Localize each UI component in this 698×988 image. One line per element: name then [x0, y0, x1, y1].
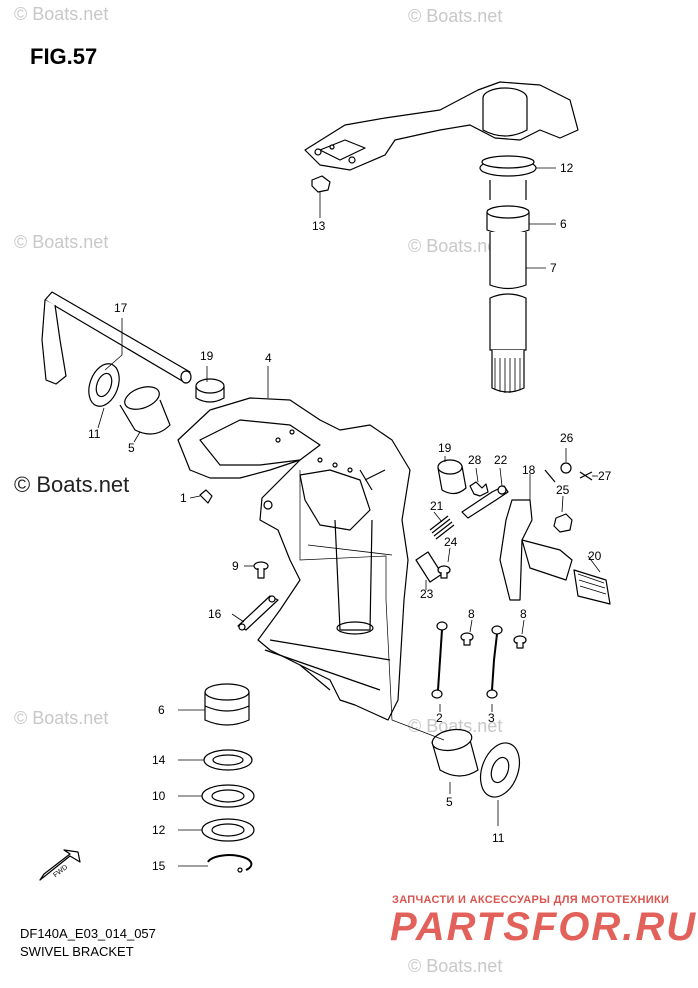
clip-1 [199, 489, 213, 504]
watermark: © Boats.net [408, 6, 503, 26]
callout-23: 23 [420, 587, 434, 601]
figure-title: FIG.57 [30, 44, 98, 69]
plate-16 [237, 595, 279, 631]
washer-10 [201, 784, 255, 808]
screw-24 [437, 565, 451, 579]
callout-10: 10 [152, 789, 166, 803]
nut-25 [553, 513, 573, 533]
washer-26 [560, 462, 572, 474]
steering-arm [304, 81, 579, 171]
watermark: © Boats.net [14, 4, 109, 24]
fwd-arrow-icon [39, 849, 81, 881]
callout-22: 22 [494, 453, 508, 467]
callout-8: 8 [468, 607, 475, 621]
spring-21 [429, 515, 455, 540]
bolt-13 [311, 175, 331, 193]
watermark: © Boats.net [408, 716, 503, 736]
bushing-19-right [437, 459, 467, 495]
watermark: © Boats.net [14, 232, 109, 252]
callout-5: 5 [446, 795, 453, 809]
callout-1: 1 [180, 491, 187, 505]
callout-26: 26 [560, 431, 574, 445]
lever-22 [461, 485, 509, 519]
callout-8: 8 [520, 607, 527, 621]
washer-11-lower [479, 742, 521, 798]
callout-21: 21 [430, 499, 444, 513]
callout-17: 17 [114, 301, 128, 315]
pad-20 [573, 569, 611, 605]
callout-3: 3 [488, 711, 495, 725]
callout-16: 16 [208, 607, 222, 621]
callout-5: 5 [128, 441, 135, 455]
callout-14: 14 [152, 753, 166, 767]
callout-12: 12 [560, 161, 574, 175]
swivel-bracket-body [177, 397, 411, 721]
callout-9: 9 [232, 559, 239, 573]
callout-11: 11 [88, 427, 101, 441]
spring-28 [469, 481, 489, 497]
bushing-6-upper [486, 205, 530, 235]
callout-7: 7 [550, 261, 557, 275]
snap-ring-15 [207, 854, 253, 873]
bushing-6-lower [204, 683, 250, 726]
callout-11: 11 [492, 831, 505, 845]
watermark: © Boats.net [14, 708, 109, 728]
bushing-5-upper [119, 386, 171, 435]
bushing-5-lower [431, 728, 479, 777]
advert-brand: PARTSFOR.RU [390, 905, 698, 949]
watermark-main: © Boats.net [14, 472, 130, 497]
callout-4: 4 [265, 351, 272, 365]
watermark: © Boats.net [408, 956, 503, 976]
bushing-12-upper [479, 155, 537, 177]
screw-8-left [460, 632, 474, 646]
watermark: © Boats.net [408, 236, 503, 256]
washer-14 [203, 749, 253, 771]
screw-9 [253, 561, 269, 579]
callout-6: 6 [560, 217, 567, 231]
callout-28: 28 [468, 453, 482, 467]
bushing-19-left [195, 378, 225, 403]
callout-15: 15 [152, 859, 166, 873]
callout-6: 6 [158, 703, 165, 717]
callout-19: 19 [438, 441, 452, 455]
callout-18: 18 [522, 463, 536, 477]
callout-12: 12 [152, 823, 166, 837]
leader-lines [97, 167, 601, 867]
tilt-lever [499, 469, 573, 601]
swivel-shaft [489, 180, 527, 393]
callout-24: 24 [444, 535, 458, 549]
callout-13: 13 [312, 219, 326, 233]
callouts: 12 6 7 13 17 19 4 11 5 1 9 16 19 28 22 2… [52, 161, 611, 879]
cable-2 [431, 621, 448, 699]
callout-25: 25 [556, 483, 570, 497]
advert-tagline: ЗАПЧАСТИ И АКСЕССУАРЫ ДЛЯ МОТОТЕХНИКИ [392, 894, 670, 906]
callout-27: 27 [598, 469, 612, 483]
pin-27 [579, 471, 593, 481]
callout-20: 20 [588, 549, 602, 563]
tilt-tube [41, 291, 192, 385]
bracket-23 [415, 551, 443, 583]
diagram-code: DF140A_E03_014_057 [20, 926, 156, 941]
callout-2: 2 [436, 711, 443, 725]
diagram-caption: SWIVEL BRACKET [20, 944, 134, 959]
screw-8-right [513, 635, 527, 649]
washer-11-upper [88, 363, 120, 407]
bushing-12-lower [201, 818, 255, 842]
callout-19: 19 [200, 349, 214, 363]
cable-3 [486, 625, 503, 699]
